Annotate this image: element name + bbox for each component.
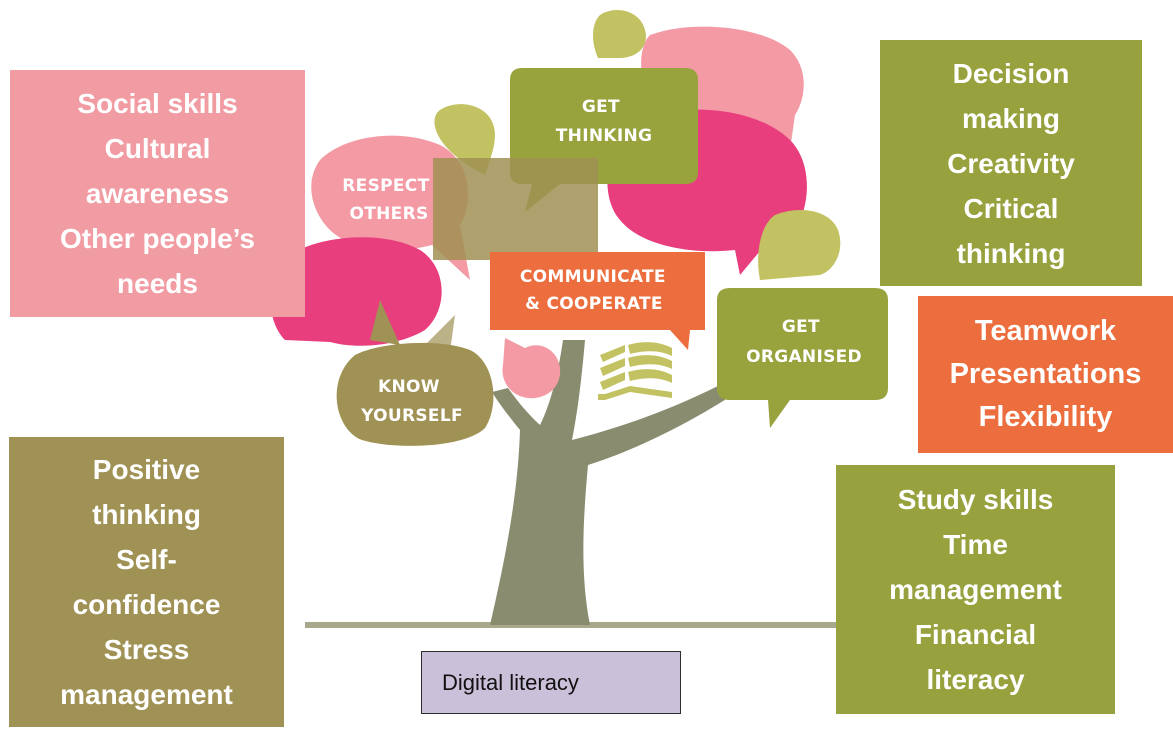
teamwork-line: Teamwork	[974, 315, 1117, 347]
decision-making-line: making	[961, 102, 1061, 134]
get-organised-line-1: GET	[782, 317, 820, 337]
study-skills-line: Time	[943, 529, 1008, 560]
positive-thinking-box: Positive thinking Self- confidence Stres…	[9, 437, 284, 727]
digital-literacy-label: Digital literacy	[442, 669, 579, 695]
study-skills-line: literacy	[926, 664, 1025, 695]
decision-making-line: Critical	[963, 192, 1059, 224]
positive-thinking-line: Stress	[103, 634, 190, 665]
bubble-know-yourself	[336, 300, 494, 446]
study-skills-box: Study skills Time management Financial l…	[836, 465, 1115, 714]
social-skills-line: needs	[117, 268, 198, 299]
positive-thinking-line: Self-	[116, 544, 177, 575]
positive-thinking-line: management	[60, 679, 233, 710]
get-thinking-line-2: THINKING	[556, 126, 652, 146]
droplet-olive-left	[434, 104, 495, 175]
bubble-respect-others	[311, 135, 470, 280]
social-skills-line: Cultural	[104, 133, 211, 164]
respect-others-line-1: RESPECT	[342, 176, 429, 196]
study-skills-line: Study skills	[897, 484, 1054, 515]
respect-others-label: RESPECT OTHERS	[342, 176, 435, 224]
get-organised-label: GET ORGANISED	[746, 317, 862, 367]
get-organised-line-2: ORGANISED	[746, 347, 862, 367]
social-skills-line: Other people’s	[59, 223, 255, 254]
study-skills-line: Financial	[914, 619, 1037, 650]
get-thinking-label: GET THINKING	[556, 97, 652, 146]
positive-thinking-line: thinking	[92, 499, 201, 530]
communicate-line-2: & COOPERATE	[525, 294, 663, 314]
study-skills-line: management	[889, 574, 1062, 605]
get-thinking-line-1: GET	[582, 97, 620, 117]
droplet-pink-small	[502, 338, 561, 399]
respect-others-line-2: OTHERS	[349, 204, 428, 224]
social-skills-line: awareness	[85, 178, 230, 209]
social-skills-line: Social skills	[77, 88, 238, 119]
bubble-communicate	[490, 252, 705, 350]
positive-thinking-line: Positive	[92, 454, 201, 485]
decision-making-line: thinking	[956, 237, 1066, 269]
social-skills-box: Social skills Cultural awareness Other p…	[10, 70, 305, 317]
tree-trunk	[490, 340, 728, 625]
know-yourself-line-1: KNOW	[378, 377, 440, 397]
communicate-line-1: COMMUNICATE	[520, 267, 666, 287]
bubble-know-yourself-tail	[420, 315, 455, 352]
digital-literacy-box: Digital literacy	[421, 651, 681, 714]
bubble-olive-light-right	[758, 210, 841, 280]
bubble-get-organised	[717, 288, 888, 428]
decision-making-line: Decision	[952, 57, 1070, 89]
know-yourself-label: KNOW YOURSELF	[360, 377, 463, 426]
positive-thinking-line: confidence	[72, 589, 221, 620]
teamwork-line: Flexibility	[978, 401, 1113, 433]
teamwork-line: Presentations	[949, 358, 1142, 390]
droplet-olive-top	[593, 10, 646, 58]
bubble-pink-hot-left	[270, 237, 442, 346]
decision-making-line: Creativity	[947, 147, 1075, 179]
decision-making-box: Decision making Creativity Critical thin…	[880, 40, 1142, 286]
know-yourself-line-2: YOURSELF	[360, 406, 463, 426]
communicate-label: COMMUNICATE & COOPERATE	[520, 267, 672, 314]
book-icon	[598, 342, 672, 400]
teamwork-box: Teamwork Presentations Flexibility	[918, 296, 1173, 453]
